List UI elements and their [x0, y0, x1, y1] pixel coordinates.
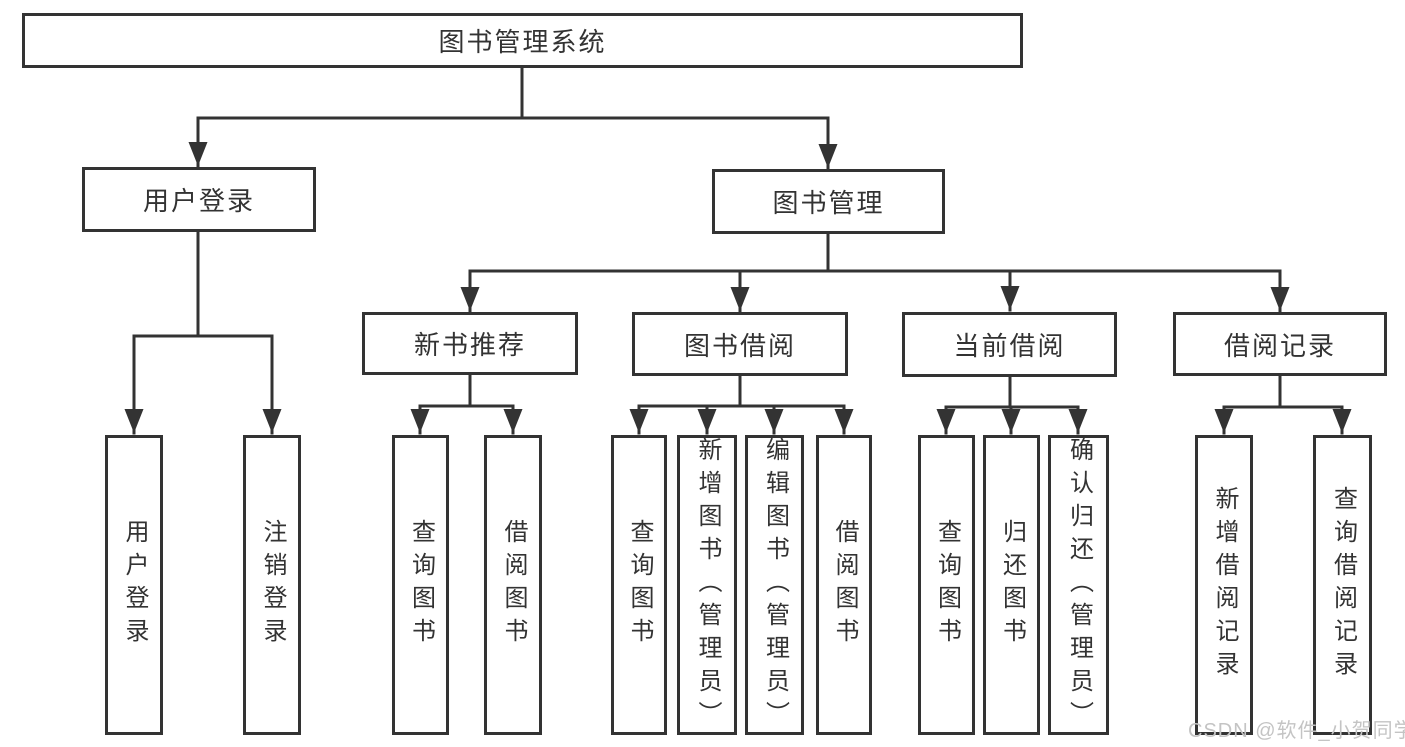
- leaf-borrow-add-book-admin: 新增图书（管理员）: [677, 435, 737, 735]
- leaf-current-confirm-return-admin: 确认归还（管理员）: [1048, 435, 1109, 735]
- leaf-current-query-book-label: 查询图书: [933, 519, 961, 651]
- leaf-record-query-borrow-record-label: 查询借阅记录: [1329, 486, 1357, 684]
- leaf-newbook-borrow-book-label: 借阅图书: [500, 519, 527, 651]
- leaf-borrow-edit-book-admin: 编辑图书（管理员）: [745, 435, 804, 735]
- leaf-borrow-query-book-label: 查询图书: [626, 519, 653, 651]
- leaf-borrow-edit-book-admin-label: 编辑图书（管理员）: [761, 436, 789, 734]
- leaf-borrow-borrow-book-label: 借阅图书: [831, 519, 858, 651]
- csdn-watermark: CSDN @软件_小贺同学: [1188, 720, 1405, 742]
- node-new-book-recommend-label: 新书推荐: [413, 330, 526, 360]
- node-user-login-label: 用户登录: [142, 186, 255, 216]
- leaf-logout-login: 注销登录: [243, 435, 301, 735]
- node-root-label: 图书管理系统: [438, 27, 607, 57]
- node-borrow-record-label: 借阅记录: [1223, 330, 1336, 361]
- leaf-newbook-query-book: 查询图书: [392, 435, 449, 735]
- leaf-current-return-book: 归还图书: [983, 435, 1040, 735]
- leaf-newbook-borrow-book: 借阅图书: [484, 435, 542, 735]
- leaf-current-confirm-return-admin-label: 确认归还（管理员）: [1065, 436, 1093, 734]
- node-current-borrow-label: 当前借阅: [953, 331, 1066, 361]
- leaf-borrow-add-book-admin-label: 新增图书（管理员）: [694, 436, 721, 734]
- leaf-logout-login-label: 注销登录: [259, 519, 286, 651]
- leaf-record-add-borrow-record-label: 新增借阅记录: [1211, 486, 1238, 684]
- node-borrow-record: 借阅记录: [1173, 312, 1387, 376]
- node-book-borrow-label: 图书借阅: [683, 330, 796, 361]
- node-user-login: 用户登录: [82, 167, 316, 232]
- leaf-borrow-query-book: 查询图书: [611, 435, 667, 735]
- node-book-borrow: 图书借阅: [632, 312, 848, 376]
- node-new-book-recommend: 新书推荐: [362, 312, 578, 375]
- leaf-user-login-label: 用户登录: [121, 519, 148, 651]
- node-root: 图书管理系统: [22, 13, 1023, 68]
- leaf-record-query-borrow-record: 查询借阅记录: [1313, 435, 1372, 735]
- node-book-management: 图书管理: [712, 169, 945, 234]
- leaf-current-return-book-label: 归还图书: [998, 519, 1026, 651]
- node-book-management-label: 图书管理: [772, 188, 885, 218]
- leaf-borrow-borrow-book: 借阅图书: [816, 435, 872, 735]
- leaf-newbook-query-book-label: 查询图书: [407, 519, 435, 651]
- leaf-user-login: 用户登录: [105, 435, 163, 735]
- leaf-record-add-borrow-record: 新增借阅记录: [1195, 435, 1253, 735]
- node-current-borrow: 当前借阅: [902, 312, 1117, 377]
- leaf-current-query-book: 查询图书: [918, 435, 975, 735]
